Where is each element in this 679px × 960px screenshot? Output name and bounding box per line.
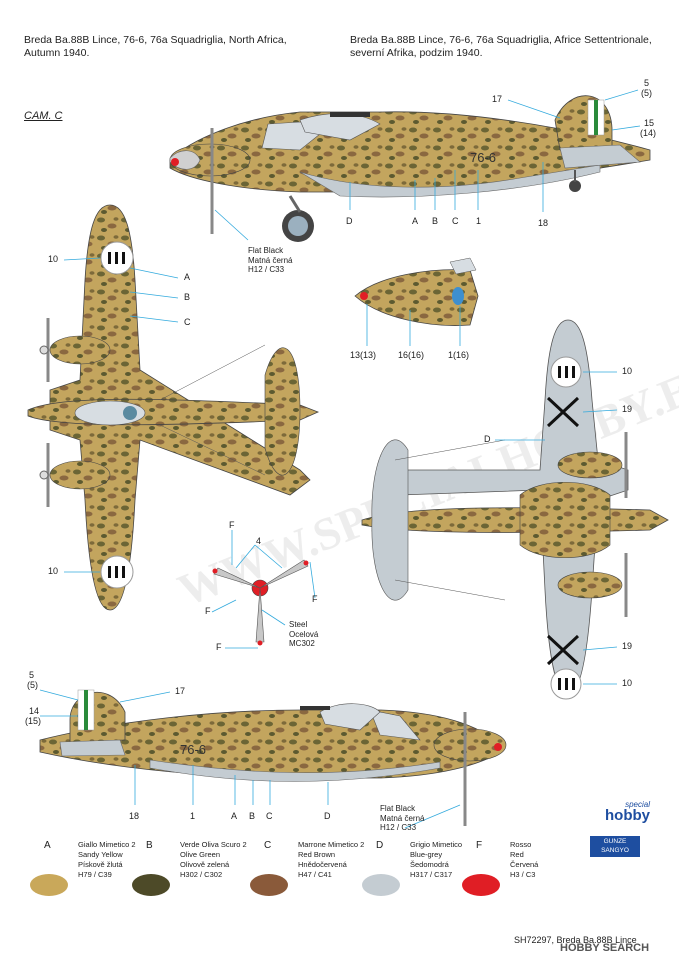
callout-1-bottom: 1 (190, 811, 196, 821)
side-view-bottom: 76-6 (39, 689, 507, 826)
callout-16-nose: 16(16) (398, 350, 425, 360)
callout-C-bottom: C (266, 811, 273, 821)
callout-15-top: 15 (644, 118, 655, 128)
propeller-detail (212, 559, 309, 646)
callout-F-prop-a: F (229, 520, 235, 530)
special-hobby-logo: special hobby (605, 800, 650, 824)
callout-19-bplan-b: 19 (622, 641, 633, 651)
plan-view-bottom (361, 319, 669, 700)
hobby-search-logo: HOBBY SEARCH (560, 942, 650, 954)
callout-1-top: 1 (476, 216, 482, 226)
callout-A-top: A (412, 216, 419, 226)
caption-czech: Breda Ba.88B Lince, 76-6, 76a Squadrigli… (350, 34, 652, 59)
code-letters-top: 76-6 (470, 150, 496, 165)
callout-5p-top: (5) (641, 88, 652, 98)
callout-18-bottom: 18 (129, 811, 140, 821)
callout-1-nose: 1(16) (448, 350, 470, 360)
callout-19-bplan-a: 19 (622, 404, 633, 414)
swatch-C (250, 874, 288, 896)
callout-D-top: D (346, 216, 353, 226)
side-view-top: 76-6 (169, 95, 651, 242)
callout-lines (39, 89, 641, 829)
callout-C-plan: C (184, 317, 191, 327)
flat-black-note-top: Flat Black Matná černá H12 / C33 (248, 246, 293, 274)
callout-F-prop-d: F (216, 642, 222, 652)
callout-14p-top: (14) (640, 128, 657, 138)
callout-5-bottom: 5 (29, 670, 35, 680)
caption-english: Breda Ba.88B Lince, 76-6, 76a Squadrigli… (24, 34, 287, 59)
callout-A-plan: A (184, 272, 191, 282)
swatch-F (462, 874, 500, 896)
code-letters-bottom: 76-6 (180, 742, 206, 757)
nose-detail (354, 257, 479, 326)
callout-4-prop: 4 (256, 536, 262, 546)
gunze-sangyo-logo: GUNZE SANGYO (590, 836, 640, 857)
callout-14-bottom: 14 (29, 706, 40, 716)
camo-label: CAM. C (24, 110, 63, 122)
swatch-B (132, 874, 170, 896)
callout-D-bottom: D (324, 811, 331, 821)
steel-note: Steel Ocelová MC302 (289, 620, 319, 648)
callout-10-bplan-b: 10 (622, 678, 633, 688)
callout-A-bottom: A (231, 811, 238, 821)
callout-C-top: C (452, 216, 459, 226)
footer-code: SH72297, Breda Ba.88B Lince (514, 935, 637, 945)
swatch-A (30, 874, 68, 896)
callout-17-bottom: 17 (175, 686, 186, 696)
callout-B-bottom: B (249, 811, 256, 821)
callout-B-top: B (432, 216, 439, 226)
callout-10-plan-b: 10 (48, 566, 59, 576)
callout-D-bplan: D (484, 434, 491, 444)
callout-F-prop-b: F (205, 606, 211, 616)
callout-18-top: 18 (538, 218, 549, 228)
callout-B-plan: B (184, 292, 191, 302)
flat-black-note-bottom: Flat Black Matná černá H12 / C33 (380, 804, 425, 832)
callout-5-top: 5 (644, 78, 650, 88)
callout-15p-bottom: (15) (25, 716, 42, 726)
swatch-D (362, 874, 400, 896)
callout-F-prop-c: F (312, 594, 318, 604)
callout-10-bplan-a: 10 (622, 366, 633, 376)
plan-view-top (27, 204, 320, 611)
callout-5p-bottom: (5) (27, 680, 38, 690)
callout-13-nose: 13(13) (350, 350, 377, 360)
callout-10-plan-a: 10 (48, 254, 59, 264)
callout-17-top: 17 (492, 94, 503, 104)
